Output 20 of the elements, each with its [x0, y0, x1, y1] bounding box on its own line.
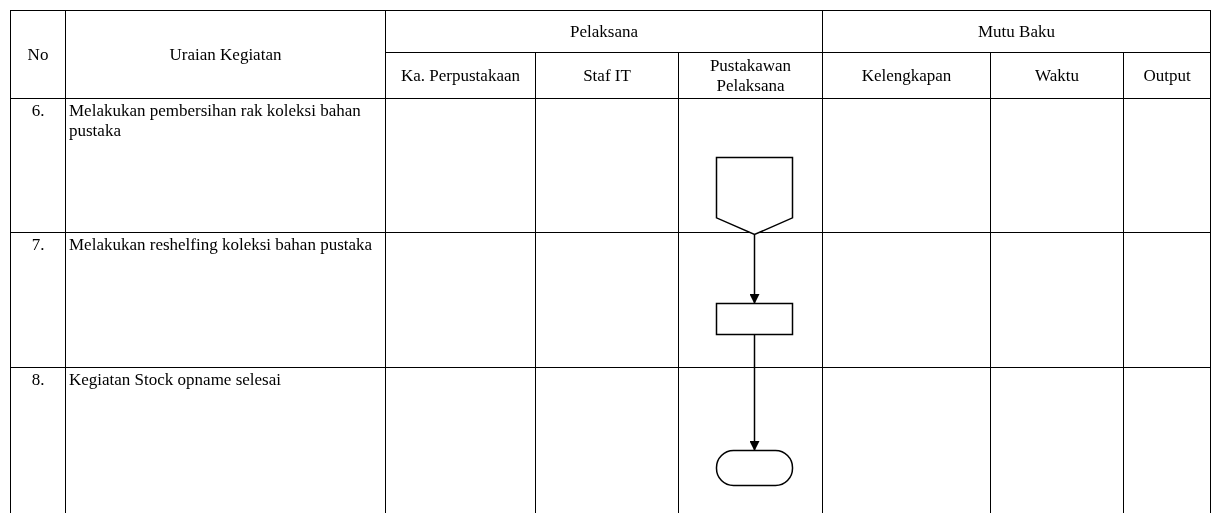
column-header: Staf IT [535, 52, 679, 99]
row-number: 6. [10, 98, 66, 233]
column-header: Ka. Perpustakaan [385, 52, 536, 99]
group-header: Mutu Baku [822, 10, 1211, 53]
column-header: Kelengkapan [822, 52, 991, 99]
column-header: Uraian Kegiatan [65, 10, 386, 99]
column-header: No [10, 10, 66, 99]
row-number: 8. [10, 367, 66, 513]
arrow [749, 234, 760, 304]
activity-description: Melakukan pembersihan rak koleksi bahan pustaka [65, 98, 386, 233]
group-header: Pelaksana [385, 10, 823, 53]
terminator-shape [716, 450, 793, 486]
column-header: Output [1123, 52, 1211, 99]
off-page-connector [716, 157, 793, 235]
row-number: 7. [10, 232, 66, 368]
arrow [749, 334, 760, 451]
process-box [716, 303, 793, 335]
activity-description: Melakukan reshelfing koleksi bahan pustaka [65, 232, 386, 368]
column-header: Pustakawan Pelaksana [678, 52, 823, 99]
column-header: Waktu [990, 52, 1124, 99]
